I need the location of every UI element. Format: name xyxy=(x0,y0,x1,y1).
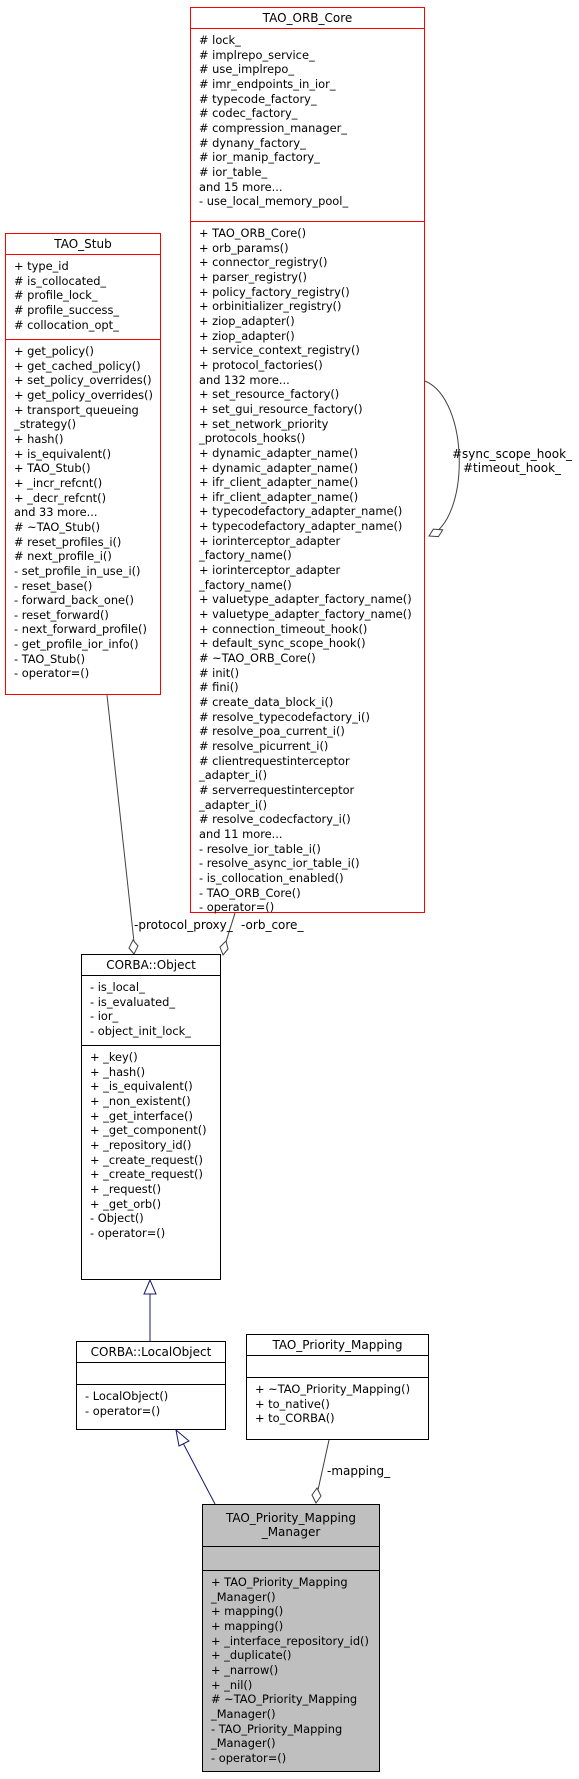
self-usage-edge xyxy=(424,380,460,537)
label-protocol-proxy: -protocol_proxy_ xyxy=(134,918,233,932)
class-title: TAO_Stub xyxy=(54,237,112,251)
self-usage-diamond xyxy=(428,528,444,538)
class-attributes: # lock_ # implrepo_service_ # use_implre… xyxy=(191,28,424,221)
class-methods: + ~TAO_Priority_Mapping() + to_native() … xyxy=(247,1377,428,1429)
label-orb-core: -orb_core_ xyxy=(241,918,304,932)
class-title: TAO_Priority_Mapping xyxy=(272,1338,403,1352)
class-tao-stub[interactable]: TAO_Stub + type_id # is_collocated_ # pr… xyxy=(5,233,161,695)
class-methods: + _key() + _hash() + _is_equivalent() + … xyxy=(82,1045,220,1244)
protocol-proxy-edge xyxy=(106,694,135,943)
class-attributes: - is_local_ - is_evaluated_ - ior_ - obj… xyxy=(82,975,220,1045)
inherit-manager-arrow xyxy=(175,1428,190,1447)
class-tao-priority-mapping-manager[interactable]: TAO_Priority_Mapping _Manager + TAO_Prio… xyxy=(202,1504,380,1772)
class-methods: + TAO_Priority_Mapping _Manager() + mapp… xyxy=(203,1570,379,1769)
protocol-proxy-diamond xyxy=(128,939,139,955)
class-methods: + get_policy() + get_cached_policy() + s… xyxy=(6,339,160,684)
class-corba-localobject[interactable]: CORBA::LocalObject - LocalObject() - ope… xyxy=(76,1341,226,1430)
class-methods: - LocalObject() - operator=() xyxy=(77,1384,225,1421)
class-title: TAO_ORB_Core xyxy=(262,11,353,25)
class-attributes: + type_id # is_collocated_ # profile_loc… xyxy=(6,254,160,339)
label-mapping: -mapping_ xyxy=(327,1464,391,1478)
class-attributes xyxy=(77,1362,225,1384)
class-attributes xyxy=(247,1355,428,1377)
inherit-localobject-arrow xyxy=(143,1278,157,1295)
mapping-edge xyxy=(317,1439,330,1491)
label-sync-scope-timeout: #sync_scope_hook_ #timeout_hook_ xyxy=(452,447,573,475)
inherit-manager-edge xyxy=(182,1442,216,1505)
mapping-diamond xyxy=(311,1487,322,1504)
class-title: TAO_Priority_Mapping _Manager xyxy=(225,1511,357,1539)
class-title: CORBA::Object xyxy=(106,958,196,972)
orb-core-edge xyxy=(224,912,236,946)
orb-core-diamond xyxy=(219,940,229,956)
class-methods: + TAO_ORB_Core() + orb_params() + connec… xyxy=(191,221,424,918)
class-tao-orb-core[interactable]: TAO_ORB_Core # lock_ # implrepo_service_… xyxy=(190,7,425,914)
class-title: CORBA::LocalObject xyxy=(90,1345,212,1359)
class-tao-priority-mapping[interactable]: TAO_Priority_Mapping + ~TAO_Priority_Map… xyxy=(246,1334,429,1440)
class-attributes xyxy=(203,1546,379,1570)
class-corba-object[interactable]: CORBA::Object - is_local_ - is_evaluated… xyxy=(81,954,221,1280)
